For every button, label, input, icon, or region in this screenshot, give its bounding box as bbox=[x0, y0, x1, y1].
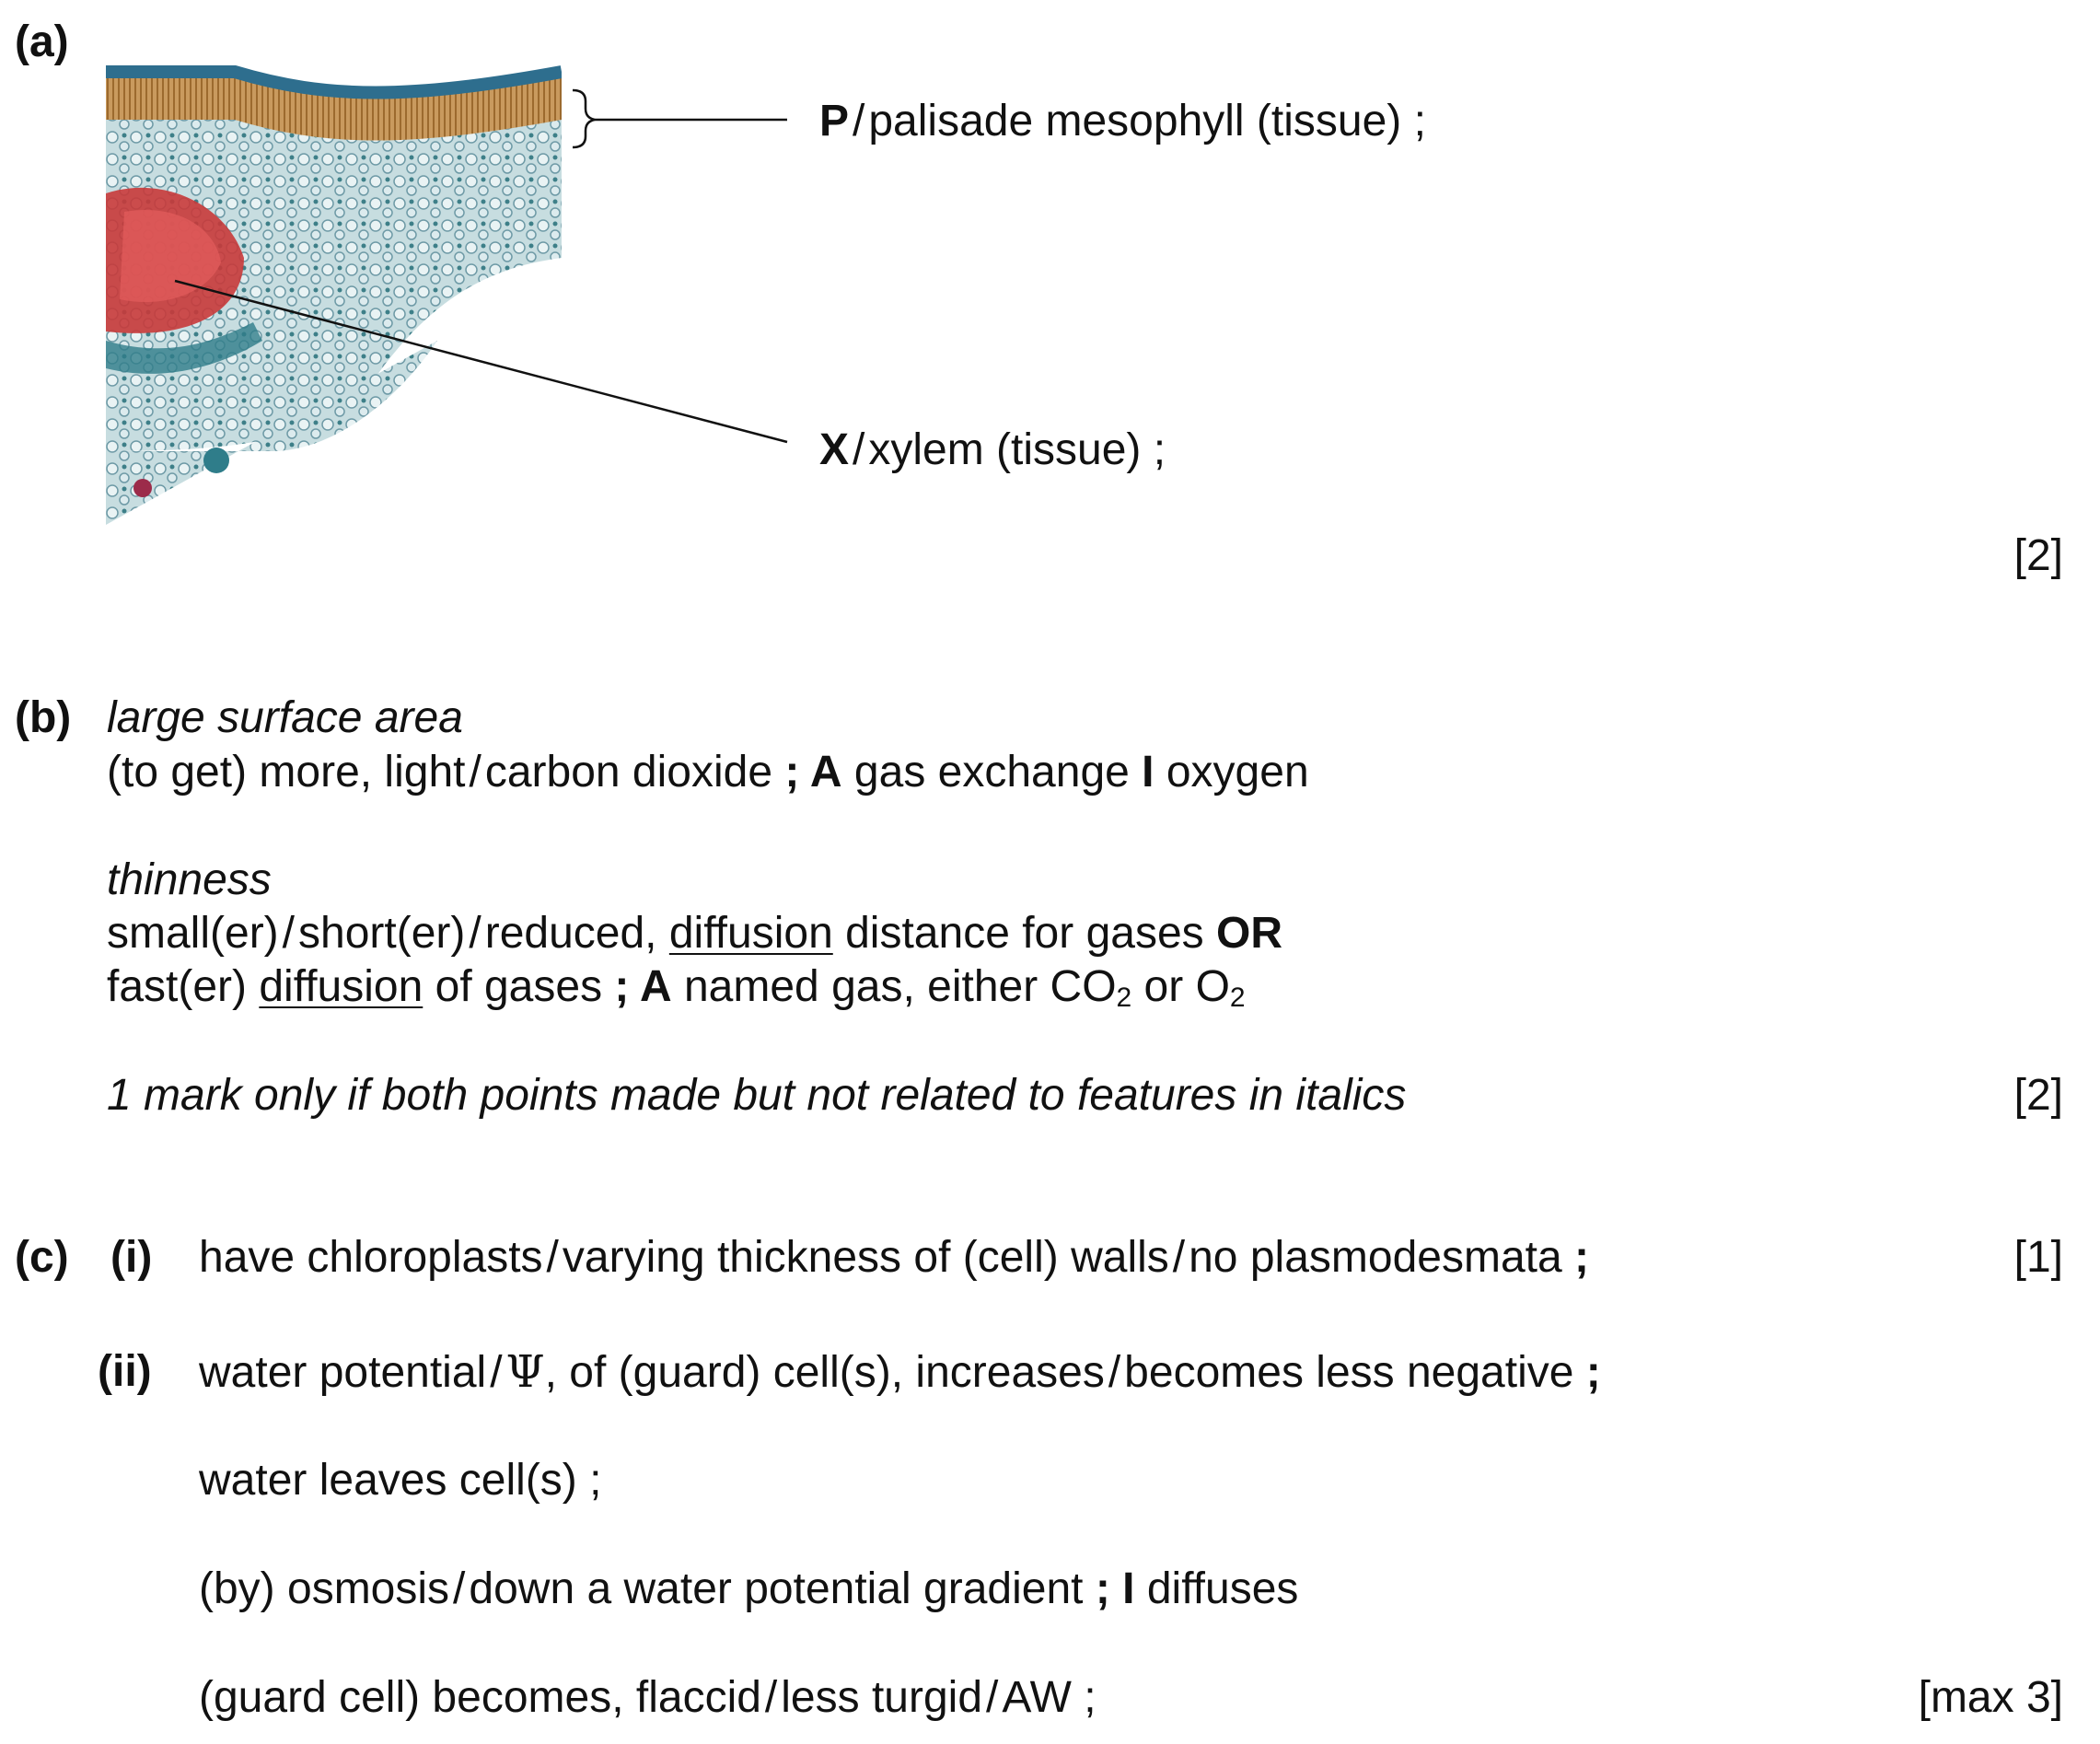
part-b-mark: [2] bbox=[2013, 1071, 2063, 1120]
part-c-i-label: (i) bbox=[110, 1233, 153, 1282]
heading-large-surface-area: large surface area bbox=[107, 693, 463, 742]
part-c-label: (c) bbox=[15, 1233, 69, 1282]
answer-thinness-line2: fast(er) diffusion of gases ; A named ga… bbox=[107, 962, 1246, 1013]
part-c-i-mark: [1] bbox=[2013, 1233, 2063, 1282]
note-italics: 1 mark only if both points made but not … bbox=[107, 1071, 1407, 1120]
part-a-mark: [2] bbox=[2013, 531, 2063, 580]
answer-c-ii-line3: (by) osmosis/down a water potential grad… bbox=[199, 1564, 1299, 1613]
answer-c-i: have chloroplasts/varying thickness of (… bbox=[199, 1233, 1589, 1282]
label-p: P/palisade mesophyll (tissue) ; bbox=[819, 97, 1426, 145]
answer-c-ii-line2: water leaves cell(s) ; bbox=[199, 1456, 602, 1505]
heading-thinness: thinness bbox=[107, 855, 272, 904]
part-b-label: (b) bbox=[15, 693, 72, 742]
leaf-cross-section-micrograph bbox=[106, 64, 562, 525]
part-c-ii-label: (ii) bbox=[98, 1347, 152, 1396]
answer-c-ii-line1: water potential/Ψ, of (guard) cell(s), i… bbox=[199, 1346, 1601, 1398]
part-a-label: (a) bbox=[15, 17, 69, 66]
answer-thinness-line1: small(er)/short(er)/reduced, diffusion d… bbox=[107, 909, 1282, 958]
answer-surface-area: (to get) more, light/carbon dioxide ; A … bbox=[107, 748, 1309, 796]
part-c-ii-mark: [max 3] bbox=[1918, 1673, 2063, 1722]
answer-c-ii-line4: (guard cell) becomes, flaccid/less turgi… bbox=[199, 1673, 1096, 1722]
label-x: X/xylem (tissue) ; bbox=[819, 425, 1166, 474]
